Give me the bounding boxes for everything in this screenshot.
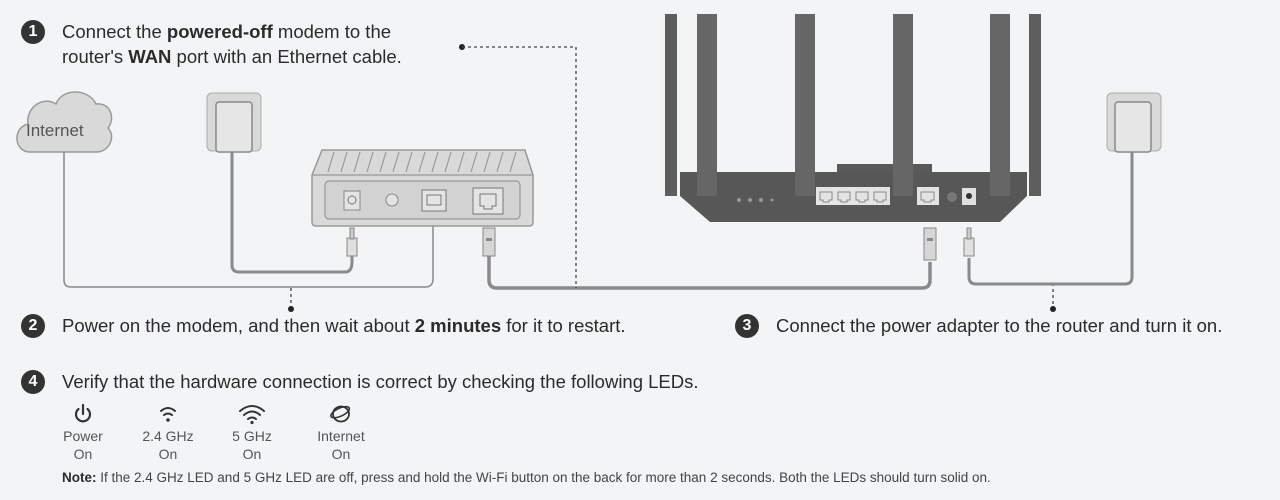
wifi-2g-icon	[133, 401, 203, 427]
led-power-state: On	[73, 446, 93, 462]
step-1-emphasis: powered-off	[166, 21, 273, 42]
step-4-text: Verify that the hardware connection is c…	[62, 371, 699, 392]
ethernet-plug-modem-icon	[482, 227, 496, 257]
led-2-4ghz: 2.4 GHz On	[133, 401, 203, 463]
step-3-badge: 3	[735, 314, 759, 338]
note: Note: If the 2.4 GHz LED and 5 GHz LED a…	[62, 470, 991, 485]
modem-device	[311, 149, 534, 227]
led-5ghz-name: 5 GHz	[232, 428, 272, 444]
note-label: Note:	[62, 470, 97, 485]
step-4-badge: 4	[21, 370, 45, 394]
internet-cable	[63, 152, 434, 288]
led-internet-state: On	[331, 446, 351, 462]
ethernet-plug-router-icon	[923, 227, 937, 261]
step-1-badge: 1	[21, 20, 45, 44]
led-2-4ghz-state: On	[158, 446, 178, 462]
step-1-text-d: port with an Ethernet cable.	[171, 46, 402, 67]
led-5ghz: 5 GHz On	[217, 401, 287, 463]
step-3-text: Connect the power adapter to the router …	[776, 315, 1223, 336]
note-text: If the 2.4 GHz LED and 5 GHz LED are off…	[96, 470, 991, 485]
modem-power-plug-icon	[346, 227, 358, 257]
step-1-text-c: router's	[62, 46, 129, 67]
step-1-text-a: Connect the	[62, 21, 167, 42]
step-1-text: Connect the powered-off modem to the rou…	[62, 19, 402, 69]
led-power: Power On	[48, 401, 118, 463]
led-internet-name: Internet	[317, 428, 365, 444]
power-icon	[48, 401, 118, 427]
wifi-5g-icon	[217, 401, 287, 427]
router-power-plug-icon	[963, 227, 975, 257]
internet-icon	[306, 401, 376, 427]
router-power-adapter-icon	[1106, 92, 1162, 153]
led-2-4ghz-name: 2.4 GHz	[142, 428, 194, 444]
led-power-name: Power	[63, 428, 103, 444]
step-2-text-b: for it to restart.	[501, 315, 626, 336]
led-5ghz-state: On	[242, 446, 262, 462]
internet-cloud-icon	[16, 91, 113, 153]
ethernet-cable	[487, 255, 932, 290]
step-1-text-b: modem to the	[272, 21, 392, 42]
modem-power-adapter-icon	[206, 92, 262, 153]
step-2-text: Power on the modem, and then wait about …	[62, 313, 626, 338]
internet-cloud-label: Internet	[26, 121, 84, 140]
step-1-wan-emphasis: WAN	[128, 46, 172, 67]
led-internet: Internet On	[306, 401, 376, 463]
step-2-emphasis: 2 minutes	[414, 315, 502, 336]
router-device	[665, 14, 1041, 222]
step-2-badge: 2	[21, 314, 45, 338]
step-2-text-a: Power on the modem, and then wait about	[62, 315, 415, 336]
